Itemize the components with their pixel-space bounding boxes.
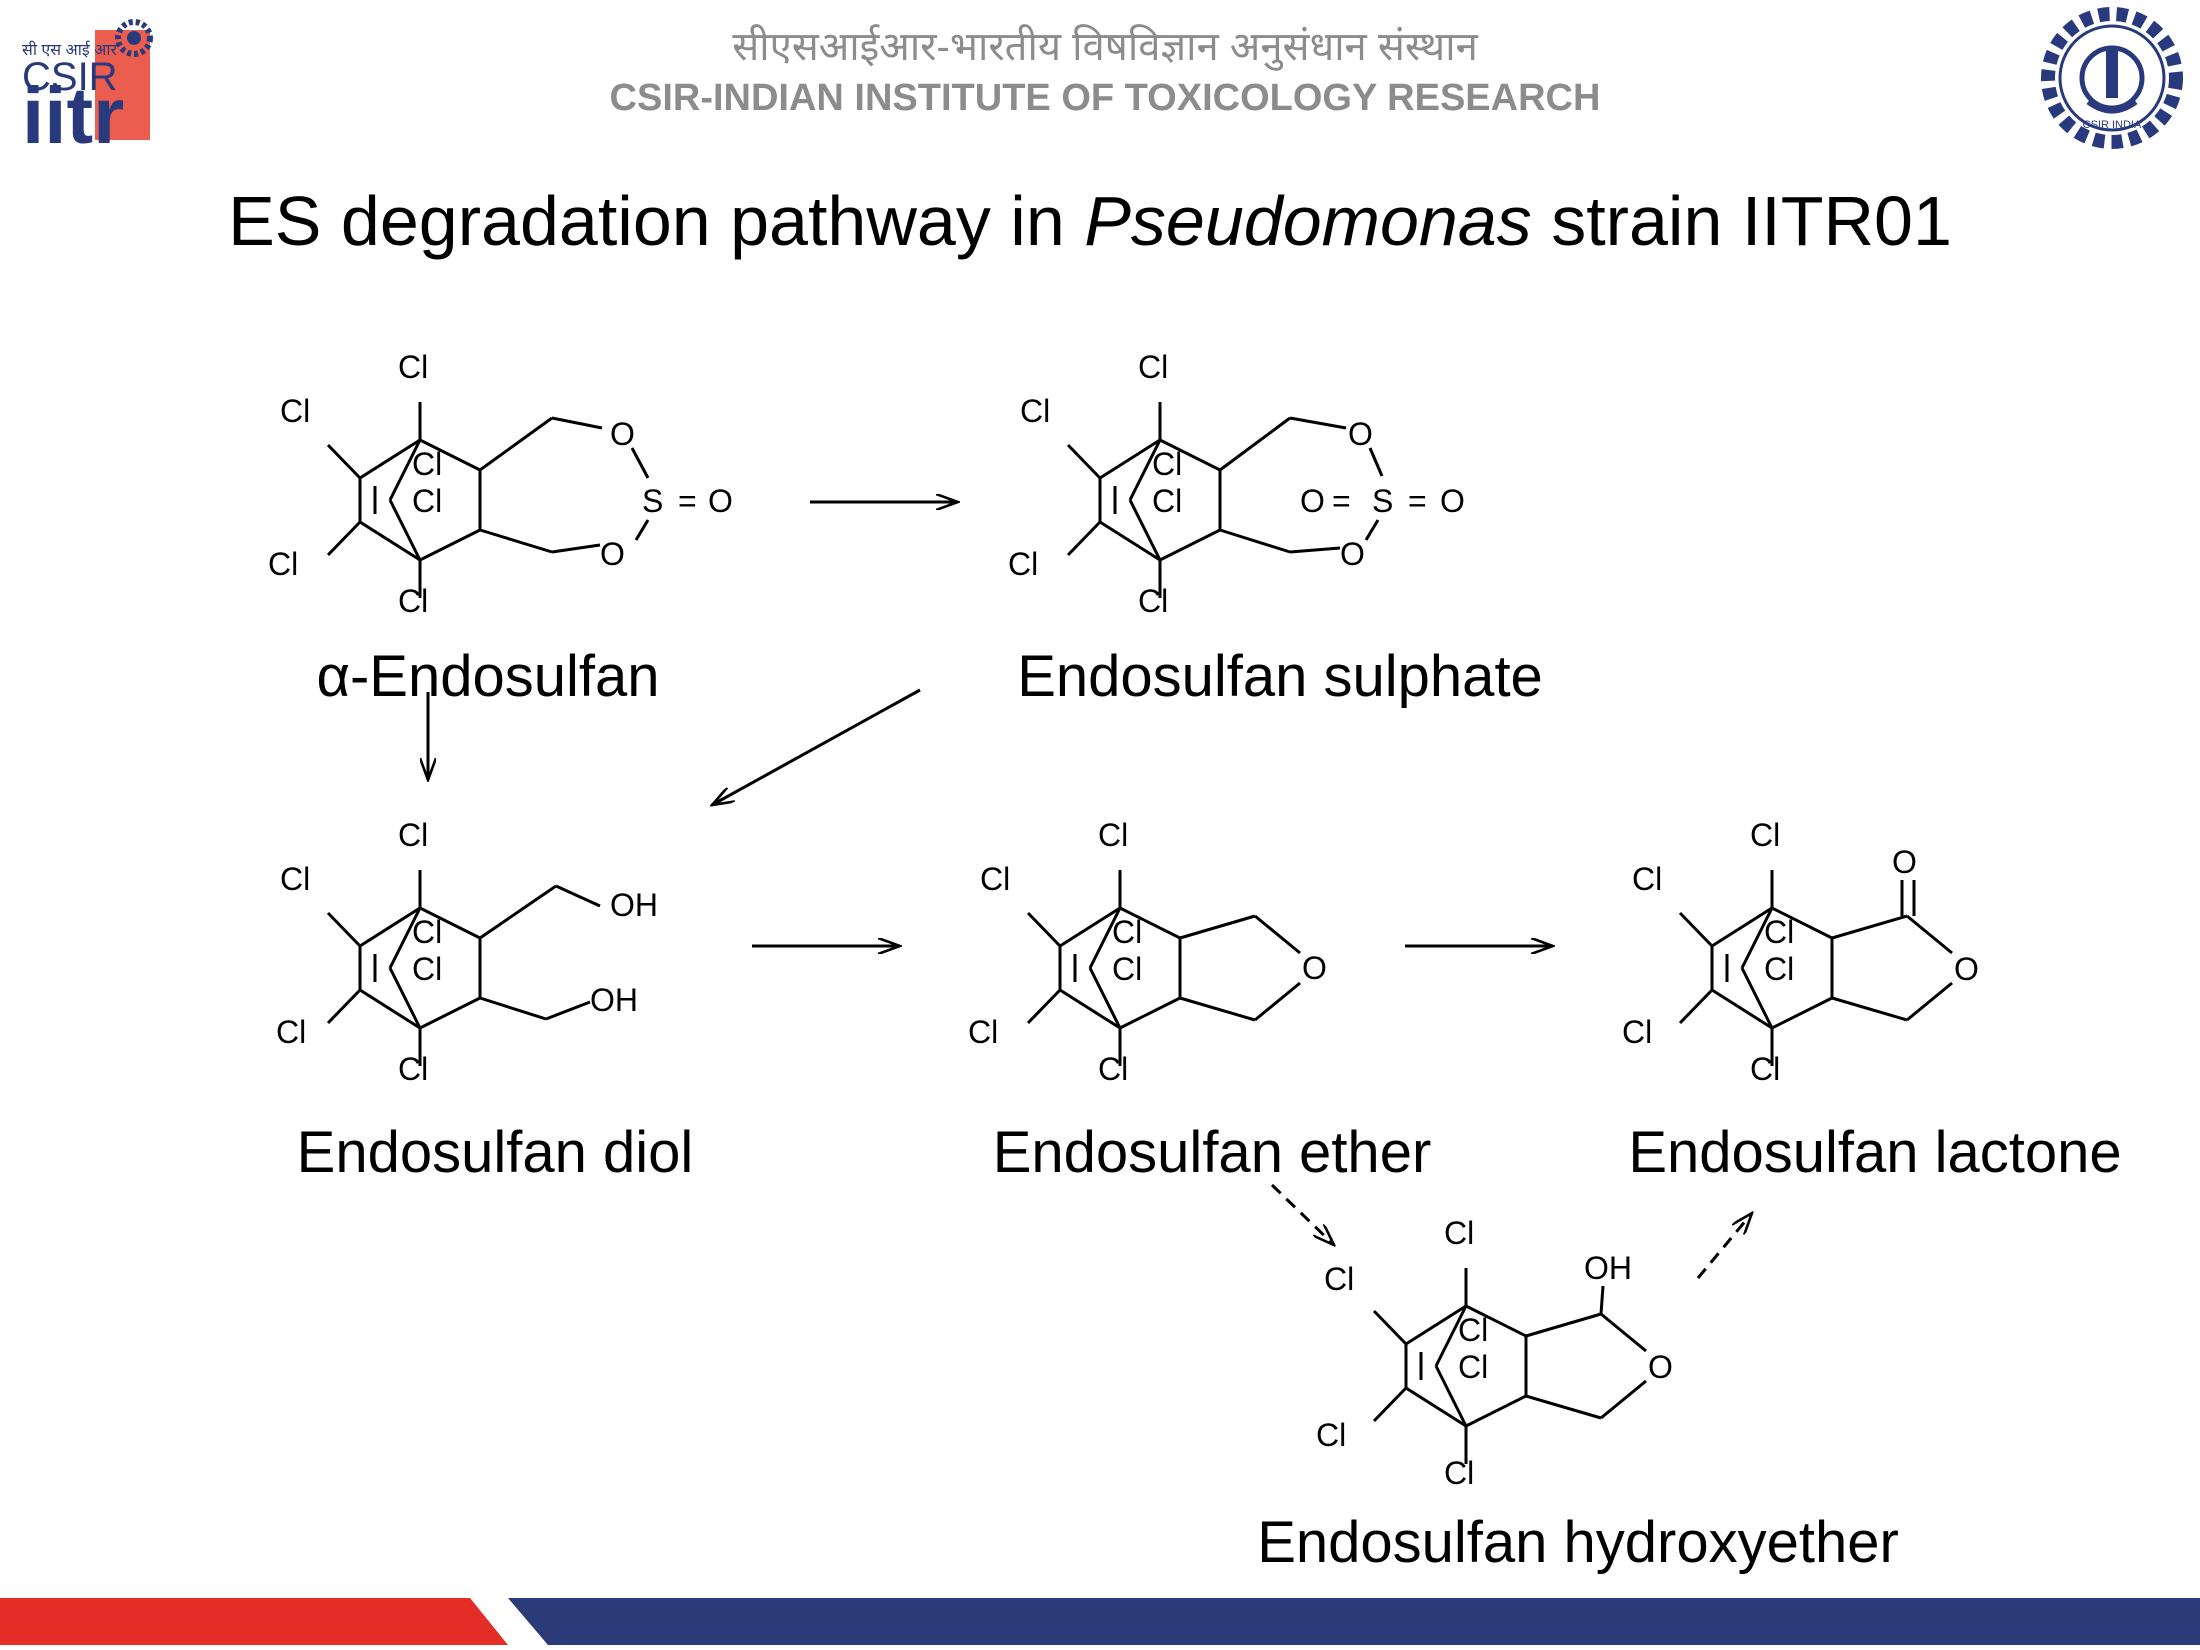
svg-text:Cl: Cl — [412, 914, 442, 950]
svg-text:Cl: Cl — [1458, 1312, 1488, 1348]
svg-text:O: O — [610, 416, 635, 452]
svg-text:Cl: Cl — [1458, 1349, 1488, 1385]
svg-text:Cl: Cl — [398, 583, 428, 619]
svg-text:Cl: Cl — [276, 1014, 306, 1050]
svg-text:S: S — [1372, 483, 1393, 519]
footer-red-bar — [0, 1598, 508, 1645]
logo-small-text: सी एस आई आर — [22, 40, 118, 59]
svg-text:Cl: Cl — [1632, 861, 1662, 897]
slide-title: ES degradation pathway in Pseudomonas st… — [228, 182, 1952, 260]
svg-text:Cl: Cl — [968, 1014, 998, 1050]
svg-text:O: O — [1440, 483, 1465, 519]
svg-text:OH: OH — [610, 887, 658, 923]
svg-text:Cl: Cl — [1112, 914, 1142, 950]
label-endosulfan-diol: Endosulfan diol — [297, 1120, 694, 1185]
svg-text:O: O — [600, 536, 625, 572]
svg-text:=: = — [678, 483, 697, 519]
svg-text:=: = — [1408, 483, 1427, 519]
arrow-hydroxyether-to-lactone-dashed — [1696, 1213, 1752, 1279]
svg-text:Cl: Cl — [398, 817, 428, 853]
svg-text:Cl: Cl — [1764, 914, 1794, 950]
svg-text:Cl: Cl — [398, 1051, 428, 1087]
svg-text:=: = — [1332, 483, 1351, 519]
structure-endosulfan-hydroxyether: Cl Cl Cl Cl Cl Cl OH O — [1316, 1215, 1673, 1491]
svg-text:Cl: Cl — [1138, 349, 1168, 385]
arrow-ether-to-hydroxyether-dashed — [1270, 1183, 1334, 1245]
footer-blue-bar — [508, 1598, 2200, 1645]
svg-text:Cl: Cl — [1324, 1261, 1354, 1297]
svg-text:Cl: Cl — [412, 483, 442, 519]
svg-text:Cl: Cl — [1764, 951, 1794, 987]
svg-text:Cl: Cl — [1444, 1215, 1474, 1251]
svg-text:Cl: Cl — [1098, 1051, 1128, 1087]
svg-text:Cl: Cl — [1098, 817, 1128, 853]
label-endosulfan-lactone: Endosulfan lactone — [1628, 1120, 2121, 1185]
svg-text:Cl: Cl — [1622, 1014, 1652, 1050]
label-endosulfan-ether: Endosulfan ether — [993, 1120, 1432, 1185]
svg-text:Cl: Cl — [1444, 1455, 1474, 1491]
svg-text:Cl: Cl — [1750, 817, 1780, 853]
svg-text:Cl: Cl — [1020, 393, 1050, 429]
structure-endosulfan-diol: Cl Cl Cl Cl Cl Cl OH OH — [276, 817, 658, 1087]
svg-text:Cl: Cl — [1112, 951, 1142, 987]
svg-text:OH: OH — [1584, 1250, 1632, 1286]
svg-text:S: S — [642, 483, 663, 519]
structure-alpha-endosulfan: Cl Cl Cl Cl Cl Cl O S = O O — [268, 349, 733, 619]
svg-text:O: O — [1300, 483, 1325, 519]
svg-text:Cl: Cl — [1152, 446, 1182, 482]
svg-text:Cl: Cl — [398, 349, 428, 385]
arrow-sulphate-to-diol — [712, 688, 921, 805]
structure-endosulfan-lactone: Cl Cl Cl Cl Cl Cl O O — [1622, 817, 1979, 1087]
svg-text:Cl: Cl — [1750, 1051, 1780, 1087]
structure-endosulfan-ether: Cl Cl Cl Cl Cl Cl O — [968, 817, 1327, 1087]
svg-text:Cl: Cl — [268, 546, 298, 582]
csir-seal-logo: CSIR INDIA — [2041, 7, 2183, 149]
svg-text:O: O — [1648, 1349, 1673, 1385]
label-alpha-endosulfan: α-Endosulfan — [316, 644, 659, 709]
svg-text:Cl: Cl — [280, 393, 310, 429]
svg-text:O: O — [1892, 844, 1917, 880]
svg-text:O: O — [1954, 951, 1979, 987]
logo-csir-text: CSIR — [22, 55, 118, 99]
svg-text:Cl: Cl — [1152, 483, 1182, 519]
svg-text:Cl: Cl — [980, 861, 1010, 897]
structure-endosulfan-sulphate: Cl Cl Cl Cl Cl Cl O O = S = O O — [1008, 349, 1465, 619]
svg-text:Cl: Cl — [412, 951, 442, 987]
svg-text:O: O — [1302, 950, 1327, 986]
svg-text:Cl: Cl — [412, 446, 442, 482]
svg-text:O: O — [1348, 416, 1373, 452]
svg-text:Cl: Cl — [280, 861, 310, 897]
label-endosulfan-sulphate: Endosulfan sulphate — [1017, 644, 1543, 709]
institute-name-hindi: सीएसआईआर-भारतीय विषविज्ञान अनुसंधान संस्… — [732, 24, 1478, 71]
svg-text:O: O — [1340, 536, 1365, 572]
svg-text:Cl: Cl — [1008, 546, 1038, 582]
institute-name-english: CSIR-INDIAN INSTITUTE OF TOXICOLOGY RESE… — [610, 77, 1601, 119]
csir-iitr-logo: सी एस आई आर CSIR iitr — [22, 19, 153, 160]
gear-icon — [115, 19, 153, 57]
label-endosulfan-hydroxyether: Endosulfan hydroxyether — [1257, 1510, 1899, 1575]
svg-text:OH: OH — [590, 982, 638, 1018]
seal-text: CSIR INDIA — [2083, 119, 2142, 131]
svg-text:Cl: Cl — [1316, 1417, 1346, 1453]
svg-text:O: O — [708, 483, 733, 519]
logo-iitr-text: iitr — [22, 71, 124, 160]
svg-text:Cl: Cl — [1138, 583, 1168, 619]
